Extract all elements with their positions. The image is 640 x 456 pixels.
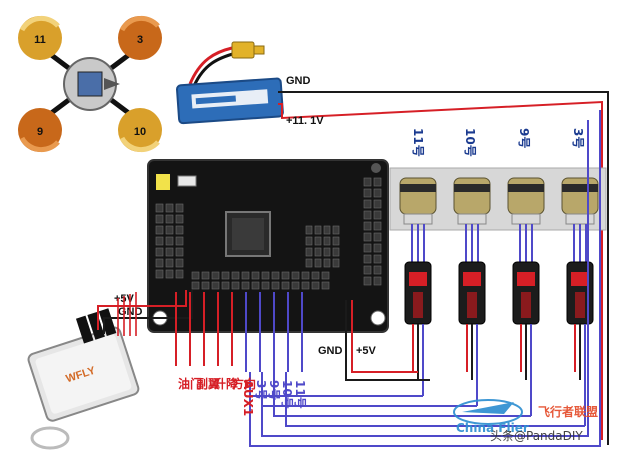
quad-direction-arrow-icon: [104, 78, 120, 90]
battery-connector: [231, 41, 255, 59]
watermark: 飞行者联盟 China Flier 头条@PandaDIY: [453, 399, 598, 443]
watermark-site: 飞行者联盟: [538, 404, 598, 419]
motor-9: [507, 177, 545, 215]
board-power-connector: [156, 174, 170, 190]
channel-label-motor-10: 10号: [280, 380, 295, 409]
esc-vcc-label: +5V: [356, 345, 377, 357]
channel-label-aux1: AUX1: [241, 380, 255, 416]
motor-label-9: 9号: [517, 128, 532, 148]
motor-esc-11: [399, 177, 437, 396]
motor-esc-10: [453, 177, 491, 406]
prop-11: 11: [18, 15, 62, 60]
lipo-battery: GND +11. 1V: [175, 41, 609, 445]
channel-label-rudder: 方向: [232, 376, 256, 391]
quad-controller-chip: [77, 71, 103, 97]
channel-label-throttle: 油门: [178, 376, 202, 391]
prop-3: 3: [118, 15, 162, 60]
watermark-author: 头条@PandaDIY: [490, 429, 583, 443]
motor-3: [561, 177, 599, 215]
motor-label-3: 3号: [571, 128, 586, 148]
receiver-gnd-wire: [103, 290, 193, 334]
pin-header-left: [155, 203, 184, 279]
pin-header-right: [363, 177, 382, 286]
battery-voltage-label: +11. 1V: [286, 115, 324, 127]
flight-controller-board: [147, 159, 389, 333]
motor-labels: 11号 10号 9号 3号: [411, 128, 586, 157]
aux-motor-signal-wires: [245, 110, 601, 447]
channel-label-aileron: 副翼: [196, 376, 220, 391]
motor-esc-9: [507, 177, 545, 416]
prop-10-label: 10: [134, 126, 146, 138]
channel-label-motor-3: 3号: [254, 380, 269, 400]
throttle-aileron-elevator-rudder-wires: [117, 292, 233, 366]
rc-receiver: WFLY: [27, 308, 140, 450]
motor-label-10: 10号: [463, 128, 478, 157]
pin-header-mid: [305, 225, 340, 268]
receiver-antenna-loop: [30, 426, 70, 450]
motor-10: [453, 177, 491, 215]
blue-channel-labels: AUX1 3号 9号 10号 11号: [241, 380, 308, 416]
esc-gnd-label: GND: [318, 345, 343, 357]
prop-9-label: 9: [37, 126, 43, 138]
channel-label-motor-11: 11号: [293, 380, 308, 409]
esc-gnd-bus: [345, 300, 430, 381]
prop-11-label: 11: [34, 34, 46, 46]
watermark-site-en: China Flier: [456, 421, 529, 435]
prop-3-label: 3: [137, 34, 143, 46]
motor-11: [399, 177, 437, 215]
prop-9: 9: [18, 108, 62, 153]
pin-header-bottom: [191, 271, 330, 290]
quadcopter-layout-icon: 11 3 9 10: [18, 15, 162, 153]
battery-gnd-wire: [278, 91, 609, 445]
battery-gnd-label: GND: [286, 75, 311, 87]
channel-label-motor-9: 9号: [267, 380, 282, 400]
prop-10: 10: [118, 108, 162, 153]
motor-label-11: 11号: [411, 128, 426, 157]
red-channel-labels: 油门 副翼 升降 方向: [178, 376, 256, 391]
receiver-vcc-wire: [97, 290, 187, 330]
motor-esc-3: [561, 177, 599, 426]
channel-label-elevator: 升降: [214, 376, 239, 391]
esc-vcc-bus: [351, 300, 418, 373]
